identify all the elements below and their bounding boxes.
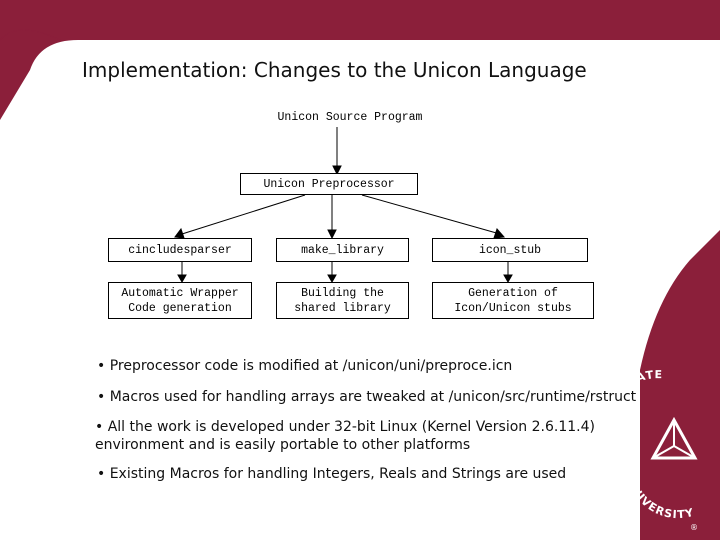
corner-curve-inner [0, 29, 61, 41]
bullet-existing-macros: • Existing Macros for handling Integers,… [97, 466, 567, 482]
shared-library-box: Building the shared library [276, 282, 409, 319]
bullet-macros-arrays: • Macros used for handling arrays are tw… [97, 389, 637, 405]
arrowhead-wrapper [177, 274, 187, 284]
source-program-label: Unicon Source Program [277, 111, 423, 124]
right-band-lower [655, 300, 720, 540]
arrowhead-shared-library [327, 274, 337, 284]
logo-registered-mark: ® [690, 523, 698, 532]
logo-line-2 [652, 445, 675, 459]
bullet-preprocessor: • Preprocessor code is modified at /unic… [97, 358, 513, 374]
corner-swoosh-top-left [0, 0, 720, 120]
wrapper-generation-box: Automatic Wrapper Code generation [108, 282, 252, 319]
arrowhead-icon-stub [493, 228, 506, 239]
cincludesparser-label: cincludesparser [128, 243, 232, 257]
wrapper-generation-label: Automatic Wrapper Code generation [121, 286, 239, 315]
cincludesparser-box: cincludesparser [108, 238, 252, 262]
preprocessor-label: Unicon Preprocessor [263, 177, 395, 191]
logo-line-3 [673, 445, 696, 459]
arrow-to-cincludesparser [181, 194, 306, 235]
arrowhead-cincludesparser [174, 227, 185, 239]
stub-generation-label: Generation of Icon/Unicon stubs [454, 286, 572, 315]
shared-library-label: Building the shared library [294, 286, 391, 315]
logo-triangle [650, 416, 698, 460]
arrow-to-icon-stub [361, 194, 501, 235]
make-library-label: make_library [301, 243, 384, 257]
bullet-linux-environment: • All the work is developed under 32-bit… [95, 419, 595, 453]
make-library-box: make_library [276, 238, 409, 262]
icon-stub-box: icon_stub [432, 238, 588, 262]
diagram-arrows [174, 127, 513, 284]
slide-title: Implementation: Changes to the Unicon La… [82, 58, 587, 82]
stub-generation-box: Generation of Icon/Unicon stubs [432, 282, 594, 319]
preprocessor-box: Unicon Preprocessor [240, 173, 418, 195]
icon-stub-label: icon_stub [478, 243, 542, 257]
arrowhead-stubs [503, 274, 513, 284]
arrowhead-make-library [327, 229, 337, 240]
arrowhead-preprocessor [332, 165, 342, 176]
